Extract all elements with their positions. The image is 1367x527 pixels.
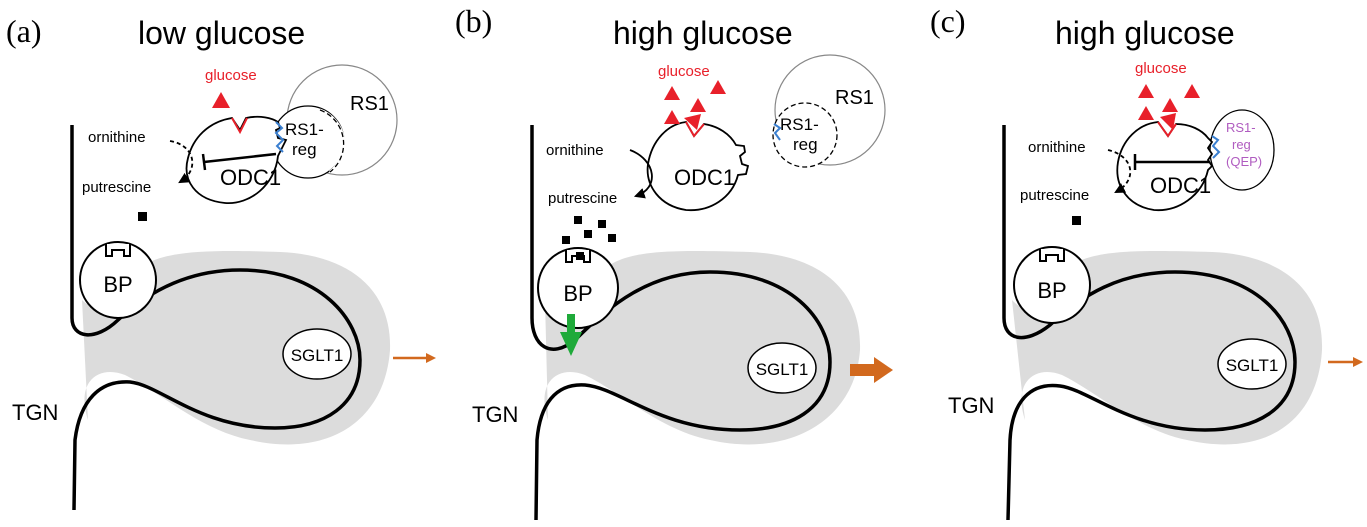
qep-label-3: (QEP)	[1226, 154, 1262, 169]
orange-arrow-head	[1353, 357, 1363, 367]
sglt1-label: SGLT1	[291, 346, 344, 365]
odc1-shape	[1116, 121, 1214, 211]
panel-b: (b) high glucose BP SGLT1 TGN RS1 RS1- r…	[455, 3, 893, 521]
orange-arrow-head	[426, 353, 436, 363]
green-arrow-head	[560, 332, 582, 356]
bound-glucose	[684, 114, 701, 130]
tgn-label: TGN	[472, 402, 518, 427]
putrescine-square	[138, 212, 147, 221]
odc1-label: ODC1	[220, 165, 281, 190]
green-arrow-shaft	[567, 314, 575, 336]
glucose-site	[685, 121, 705, 138]
rs1-label: RS1	[350, 93, 389, 115]
rs1reg-label-1: RS1-	[780, 115, 819, 134]
rs1reg-circle	[772, 102, 838, 168]
glucose-triangle	[1162, 98, 1178, 112]
sglt1-ellipse	[1217, 338, 1287, 390]
qep-binding	[1211, 135, 1221, 159]
orange-arrow-shaft	[850, 364, 878, 376]
rs1-label: RS1	[835, 87, 874, 109]
putrescine-square	[598, 220, 606, 228]
bp-pocket	[105, 244, 131, 257]
bp-circle	[537, 247, 619, 329]
inhibition-line	[203, 152, 277, 164]
rs1reg-binding	[773, 123, 782, 141]
bp-label: BP	[103, 272, 132, 297]
glucose-label: glucose	[205, 67, 257, 84]
panel-letter: (c)	[930, 3, 966, 39]
bound-glucose	[1160, 113, 1176, 130]
odc1-label: ODC1	[1150, 173, 1211, 198]
odc1-label: ODC1	[674, 165, 735, 190]
bp-circle	[79, 241, 157, 319]
rs1reg-dashed	[319, 109, 345, 173]
putrescine-square	[584, 230, 592, 238]
sglt1-ellipse	[747, 342, 817, 394]
panel-title: high glucose	[613, 15, 793, 51]
vesicle-shadow	[82, 251, 391, 445]
glucose-label: glucose	[658, 63, 710, 80]
odc1-shape	[185, 115, 288, 204]
glucose-site	[231, 117, 248, 135]
glucose-triangle	[664, 110, 680, 124]
ornithine-label: ornithine	[1028, 139, 1086, 156]
glucose-triangle	[212, 92, 230, 108]
tgn-label: TGN	[12, 400, 58, 425]
bp-pocket	[1039, 249, 1065, 262]
putrescine-square	[608, 234, 616, 242]
bound-putrescine	[576, 252, 584, 260]
vesicle-shadow	[1012, 251, 1323, 445]
qep-label-2: reg	[1232, 137, 1251, 152]
panel-title: high glucose	[1055, 15, 1235, 51]
rs1reg-binding	[274, 121, 285, 153]
putrescine-square	[562, 236, 570, 244]
panel-title: low glucose	[138, 15, 305, 51]
orange-arrow-head	[874, 357, 893, 383]
glucose-triangle	[1184, 84, 1200, 98]
glucose-triangle	[690, 98, 706, 112]
rs1reg-label-2: reg	[793, 135, 818, 154]
glucose-triangle	[1138, 106, 1154, 120]
putrescine-square	[574, 216, 582, 224]
panel-c: (c) high glucose BP SGLT1 TGN RS1- reg (…	[930, 3, 1363, 521]
putrescine-label: putrescine	[1020, 187, 1089, 204]
glucose-triangle	[710, 80, 726, 94]
bp-label: BP	[1037, 278, 1066, 303]
tgn-label: TGN	[948, 393, 994, 418]
inhibition-bar	[201, 153, 207, 171]
sglt1-label: SGLT1	[756, 360, 809, 379]
glucose-triangle	[664, 86, 680, 100]
panel-a: (a) low glucose BP SGLT1 TGN RS1 RS1- re…	[6, 13, 436, 511]
putrescine-label: putrescine	[82, 179, 151, 196]
conversion-arrow	[1107, 149, 1132, 194]
putrescine-label: putrescine	[548, 190, 617, 207]
odc1-shape	[646, 121, 750, 211]
ornithine-label: ornithine	[88, 129, 146, 146]
bp-label: BP	[563, 281, 592, 306]
conversion-arrow	[629, 149, 653, 199]
sglt1-ellipse	[282, 328, 352, 380]
rs1reg-label-2: reg	[292, 140, 317, 159]
ornithine-label: ornithine	[546, 142, 604, 159]
panel-letter: (b)	[455, 3, 492, 39]
glucose-triangle	[1138, 84, 1154, 98]
sglt1-label: SGLT1	[1226, 356, 1279, 375]
rs1reg-label-1: RS1-	[285, 120, 324, 139]
glucose-label: glucose	[1135, 60, 1187, 77]
putrescine-square	[1072, 216, 1081, 225]
qep-label-1: RS1-	[1226, 120, 1256, 135]
bp-circle	[1013, 246, 1091, 324]
conversion-arrow	[169, 140, 194, 184]
panel-letter: (a)	[6, 13, 42, 49]
